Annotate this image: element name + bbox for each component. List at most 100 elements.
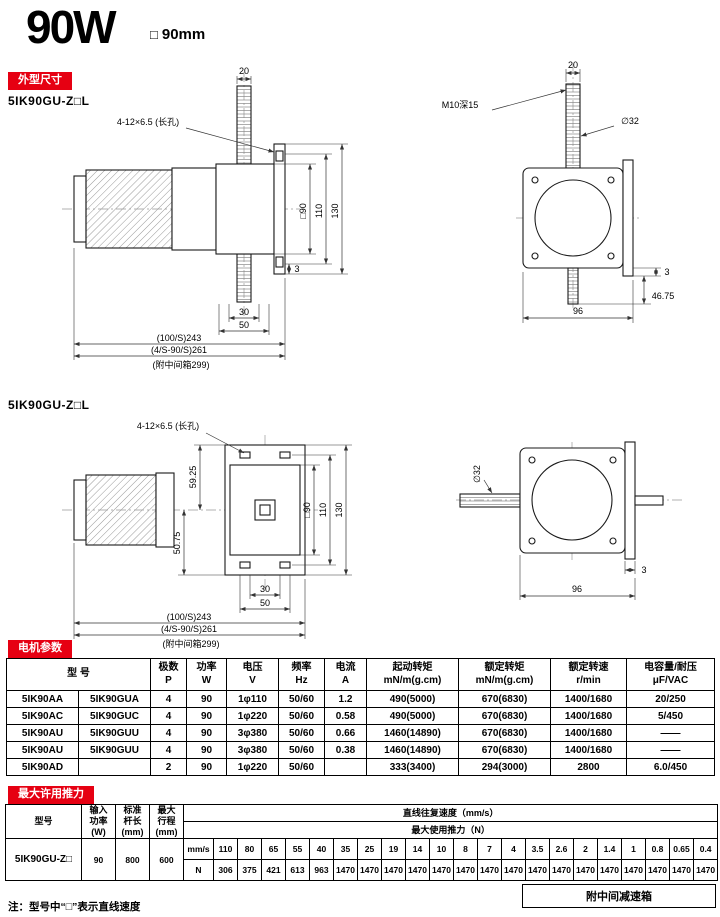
- table-cell: 333(3400): [366, 758, 459, 776]
- dimension-drawing-side-view-1: 20 4-12×6.5 (长孔) □90 110 130 3 30 50 (10…: [62, 66, 348, 370]
- value-cell: 19: [381, 838, 406, 860]
- table-cell: 1400/1680: [550, 741, 627, 759]
- col-header-poles: 极数 P: [150, 658, 187, 691]
- dim-label-dia32: ∅32: [472, 465, 482, 483]
- page-title: 90W: [26, 1, 117, 53]
- mounting-slot-top: [275, 150, 284, 162]
- value-cell: 10: [429, 838, 454, 860]
- dim-label-length-299: (附中间箱299): [162, 638, 219, 649]
- table-cell: 50/60: [278, 724, 325, 742]
- table-cell: 1φ110: [226, 690, 279, 708]
- table-cell: 5/450: [626, 707, 715, 725]
- table-cell: 4: [150, 690, 187, 708]
- value-cell: 0.4: [692, 838, 719, 860]
- model-label-1: 5IK90GU-Z□L: [8, 94, 90, 108]
- table-cell: 50/60: [278, 690, 325, 708]
- dim-label-length-261: (4/S-90/S)261: [161, 624, 217, 634]
- value-cell: 1470: [621, 859, 646, 881]
- motor-endcap: [73, 175, 87, 243]
- value-cell: 1470: [381, 859, 406, 881]
- col-header-frequency: 频率 Hz: [278, 658, 325, 691]
- table-cell: 5IK90GUC: [78, 707, 151, 725]
- table-cell: 90: [186, 741, 227, 759]
- gearbox-boss-circle: [534, 179, 612, 257]
- table-cell: [324, 758, 367, 776]
- section-label-dimensions: 外型尺寸: [8, 72, 72, 90]
- corner-hole: [531, 252, 539, 260]
- value-cell: 80: [237, 838, 262, 860]
- frame-size-note: □90mm: [150, 26, 205, 43]
- dim-label-3: 3: [664, 267, 669, 277]
- table-cell: 2800: [550, 758, 627, 776]
- table-cell: 1400/1680: [550, 707, 627, 725]
- dimension-lines: [491, 70, 659, 321]
- table-cell: 670(6830): [458, 707, 551, 725]
- value-cell: 1470: [549, 859, 574, 881]
- table-cell: 90: [186, 758, 227, 776]
- value-cell: 1.4: [597, 838, 622, 860]
- value-cell: 40: [309, 838, 334, 860]
- table-cell: 50/60: [278, 741, 325, 759]
- thrust-header-row-1: 型号 输入 功率 (W) 标准 杆长 (mm) 最大 行程 (mm) 直线往复速…: [5, 804, 719, 839]
- lead-screw-top: [565, 83, 581, 169]
- table-cell: 5IK90GUA: [78, 690, 151, 708]
- table-cell: 50/60: [278, 758, 325, 776]
- value-cell: 1470: [429, 859, 454, 881]
- table-cell: 5IK90GUU: [78, 741, 151, 759]
- table-cell: 6.0/450: [626, 758, 715, 776]
- value-cell: 1470: [501, 859, 526, 881]
- value-cell: 613: [285, 859, 310, 881]
- gearhead: [155, 472, 175, 548]
- value-cell: 375: [237, 859, 262, 881]
- mounting-slot-bottom: [275, 256, 284, 268]
- value-cell: 1470: [357, 859, 382, 881]
- table-cell: 0.38: [324, 741, 367, 759]
- table-cell: 1400/1680: [550, 690, 627, 708]
- input-power-cell: 90: [81, 838, 116, 881]
- dim-label-length-243: (100/S)243: [157, 333, 202, 343]
- col-header-rated-torque: 额定转矩 mN/m(g.cm): [458, 658, 551, 691]
- table-cell: 5IK90AU: [6, 724, 79, 742]
- gearbox-housing: [215, 163, 275, 255]
- value-cell: 1470: [453, 859, 478, 881]
- corner-hole: [609, 537, 617, 545]
- table-cell: 2: [150, 758, 187, 776]
- dimension-drawing-end-view-2: ∅32 3 96: [456, 441, 682, 600]
- table-cell: 90: [186, 724, 227, 742]
- dim-label-110: 110: [318, 503, 328, 517]
- table-cell: 4: [150, 741, 187, 759]
- dim-label-length-261: (4/S-90/S)261: [151, 345, 207, 355]
- col-header-model: 型 号: [6, 658, 151, 691]
- header: 90W: [26, 1, 117, 53]
- value-cell: 55: [285, 838, 310, 860]
- value-cell: 8: [453, 838, 478, 860]
- table-cell: 3φ380: [226, 724, 279, 742]
- mounting-slot: [279, 561, 291, 569]
- params-header-row: 型 号 极数 P 功率 W 电压 V 频率 Hz 电流 A 起动转矩 mN/m(…: [6, 658, 715, 691]
- dim-label-96: 96: [572, 584, 582, 594]
- table-cell: 670(6830): [458, 690, 551, 708]
- table-cell: 294(3000): [458, 758, 551, 776]
- corner-hole: [609, 456, 617, 464]
- lead-screw-bottom: [236, 253, 252, 303]
- value-cell: 35: [333, 838, 358, 860]
- table-cell: 5IK90AU: [6, 741, 79, 759]
- motor-endcap: [73, 479, 87, 541]
- rod-length-cell: 800: [115, 838, 150, 881]
- table-cell: 90: [186, 690, 227, 708]
- force-unit-cell: N: [183, 859, 214, 881]
- dim-label-30: 30: [239, 307, 249, 317]
- dim-label-length-299: (附中间箱299): [152, 359, 209, 370]
- corner-hole: [607, 176, 615, 184]
- table-cell: 0.66: [324, 724, 367, 742]
- table-cell: 5IK90AC: [6, 707, 79, 725]
- mounting-slot: [279, 451, 291, 459]
- table-cell: 670(6830): [458, 724, 551, 742]
- dim-label-50: 50: [260, 598, 270, 608]
- dim-label-110: 110: [314, 204, 324, 218]
- dim-label-shaft-width: 20: [568, 60, 578, 70]
- value-cell: 1470: [333, 859, 358, 881]
- table-cell: 3φ380: [226, 741, 279, 759]
